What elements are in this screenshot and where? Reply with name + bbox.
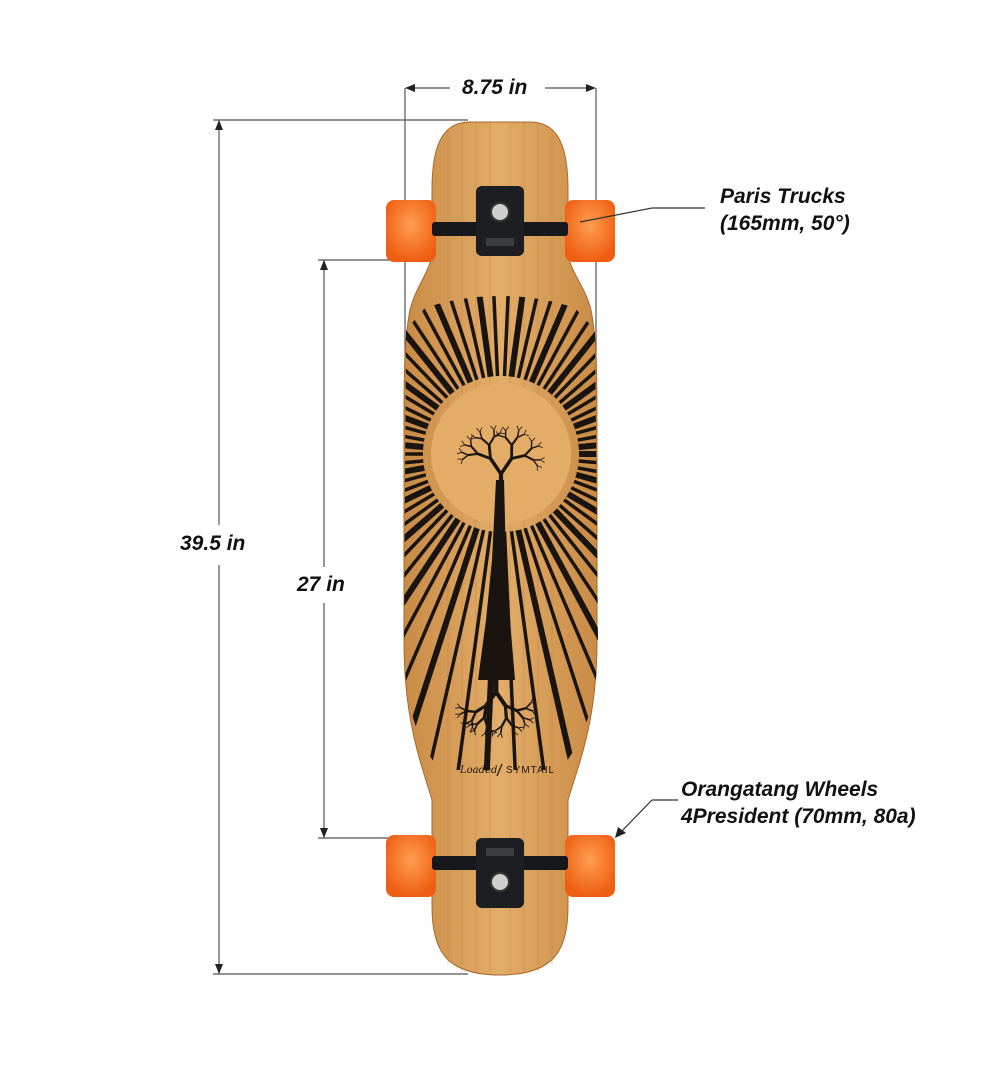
wheelbase-label: 27 in [297,573,345,597]
sun-ray [172,424,423,447]
wheel-rear-left [386,835,436,897]
brand-logo: Loaded [459,765,497,776]
wheel-front-left [386,200,436,262]
sun-ray [576,366,819,433]
rear-truck-assembly [386,835,615,908]
sun-ray [192,481,428,570]
sun-ray [218,494,434,623]
sun-ray [568,494,784,623]
sun-ray [192,338,428,427]
front-kingpin-icon [491,203,509,221]
sun-ray [571,311,798,420]
tree-branch [471,440,472,447]
trucks-callout: Paris Trucks (165mm, 50°) [720,183,850,237]
front-truck-assembly [386,186,615,262]
sun-ray [579,461,830,484]
tree-root [505,706,506,718]
model-name: SYMTAIL [506,765,555,776]
sun-ray [574,481,810,570]
tree-root [467,711,476,712]
wheel-rear-right [565,835,615,897]
rear-kingpin-icon [491,873,509,891]
sun-ray [204,311,431,420]
sun-ray [568,285,784,414]
sun-ray [218,285,434,414]
wheels-leader-line [615,800,678,838]
wheels-callout: Orangatang Wheels 4President (70mm, 80a) [681,776,916,830]
sun-ray [578,395,826,440]
sun-ray [579,424,830,447]
sun-ray [571,488,798,597]
trucks-callout-name: Paris Trucks [720,183,850,210]
sun-ray [574,338,810,427]
trucks-callout-spec: (165mm, 50°) [720,210,850,237]
sun-ray [176,468,424,513]
sun-ray [172,461,423,484]
width-label: 8.75 in [462,76,527,100]
sun-ray [176,395,424,440]
sun-ray [578,468,826,513]
wheels-callout-name: Orangatang Wheels [681,776,916,803]
sun-ray [576,475,819,542]
tree-branch [489,445,490,458]
tree-branch [468,454,478,455]
wheels-callout-spec: 4President (70mm, 80a) [681,803,916,830]
wheel-front-right [565,200,615,262]
length-label: 39.5 in [180,532,245,556]
